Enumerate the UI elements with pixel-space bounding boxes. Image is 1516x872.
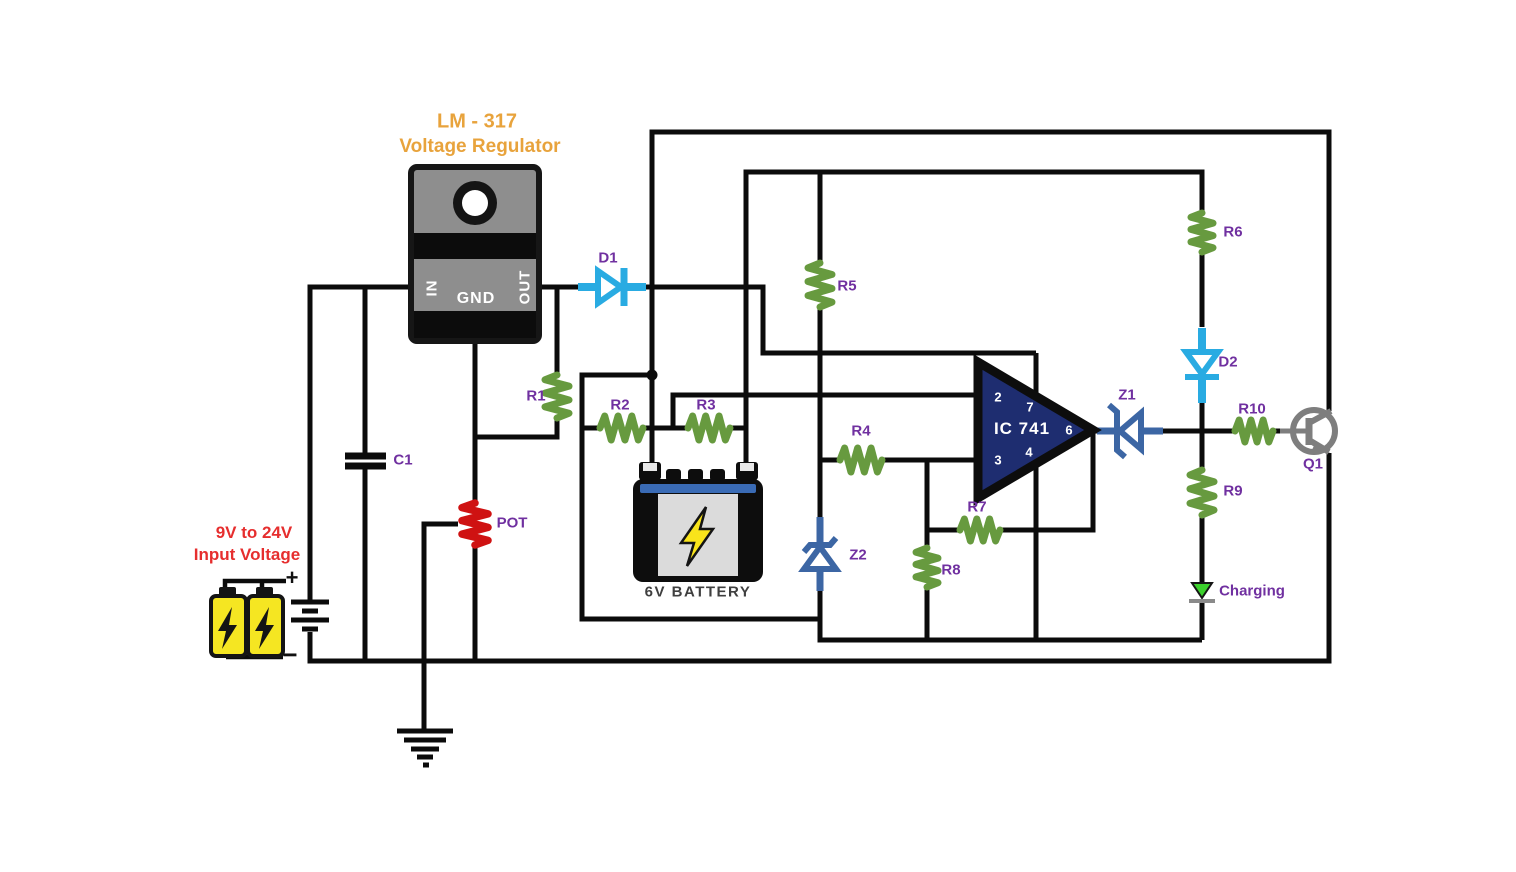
circuit-wires <box>222 129 1332 731</box>
label-r4: R4 <box>851 422 871 440</box>
opamp-pin-4: 4 <box>1025 444 1033 460</box>
cell-symbol <box>291 599 329 632</box>
resistor-r5 <box>804 259 836 311</box>
label-r8: R8 <box>941 561 961 579</box>
voltage-regulator-lm317 <box>408 164 542 344</box>
zener-z1 <box>1097 402 1163 460</box>
lightning-bolt-icon <box>255 607 274 649</box>
resistors <box>541 209 1277 591</box>
label-r3: R3 <box>696 396 716 414</box>
opamp-ic741 <box>973 354 1102 506</box>
resistor-r2 <box>596 412 647 444</box>
ground-icon <box>397 728 453 768</box>
battery-6v-label: 6V BATTERY <box>644 583 752 601</box>
label-r10: R10 <box>1238 400 1266 418</box>
label-z1: Z1 <box>1118 386 1136 404</box>
input-caption-line1: 9V to 24V <box>215 523 293 542</box>
input-caption-line2: Input Voltage <box>193 545 301 564</box>
label-r9: R9 <box>1223 482 1243 500</box>
resistor-r3 <box>684 412 734 444</box>
led-charging <box>1189 582 1215 603</box>
resistor-r8 <box>912 544 942 591</box>
label-c1: C1 <box>393 451 413 469</box>
label-r2: R2 <box>610 396 630 414</box>
regulator-pin-out: OUT <box>516 269 534 305</box>
label-z2: Z2 <box>849 546 867 564</box>
zener-z2 <box>798 517 842 591</box>
opamp-pin-6: 6 <box>1065 422 1073 438</box>
label-d2: D2 <box>1218 353 1238 371</box>
diode-d2 <box>1180 328 1224 403</box>
resistor-r1 <box>541 371 573 422</box>
battery-6v <box>633 462 763 582</box>
label-pot: POT <box>496 514 528 532</box>
regulator-pin-gnd: GND <box>456 290 496 307</box>
label-r5: R5 <box>837 277 857 295</box>
title-line1: LM - 317 <box>436 110 518 133</box>
resistor-r10 <box>1231 416 1277 446</box>
regulator-pin-in: IN <box>423 279 441 297</box>
opamp-pin-7: 7 <box>1026 399 1034 415</box>
resistor-r9 <box>1186 466 1218 519</box>
title-line2: Voltage Regulator <box>399 136 561 157</box>
resistor-r4 <box>836 444 886 476</box>
label-r6: R6 <box>1223 223 1243 241</box>
label-d1: D1 <box>598 249 618 267</box>
lightning-bolt-icon <box>678 506 716 567</box>
diode-d1 <box>578 265 646 309</box>
resistor-r7 <box>956 515 1004 545</box>
capacitor-c1 <box>345 452 386 470</box>
lightning-bolt-icon <box>218 607 237 649</box>
opamp-pin-2: 2 <box>994 389 1002 405</box>
label-r1: R1 <box>526 387 546 405</box>
resistor-r6 <box>1187 209 1217 256</box>
label-r7: R7 <box>967 498 987 516</box>
plus-sign: + <box>285 565 299 590</box>
transistor-q1 <box>1280 407 1338 455</box>
opamp-name: IC 741 <box>993 419 1051 438</box>
battery-pack-input <box>209 587 285 658</box>
label-q1: Q1 <box>1302 455 1324 473</box>
junction-dot <box>646 369 658 381</box>
label-charging: Charging <box>1219 582 1285 600</box>
potentiometer <box>458 499 492 549</box>
minus-sign: − <box>282 639 298 670</box>
opamp-pin-3: 3 <box>994 452 1002 468</box>
